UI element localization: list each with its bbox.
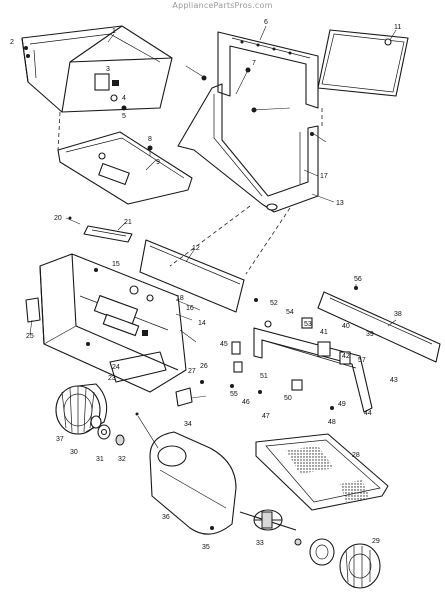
callout-52: 52: [270, 300, 278, 307]
part-1-upper-housing: [21, 25, 173, 113]
part-14-main-housing: [25, 253, 193, 407]
part-38-rail: [317, 291, 441, 363]
callout-38: 38: [394, 311, 402, 318]
callout-42: 42: [342, 353, 350, 360]
callout-8: 8: [148, 136, 152, 143]
callout-40: 40: [342, 323, 350, 330]
callout-labels: 1 2 3 4 5 6 7 8 9 11 12 13 14 15 16 17 1…: [10, 19, 402, 551]
callout-25: 25: [26, 333, 34, 340]
callout-6: 6: [264, 19, 268, 26]
alignment-guides: [57, 108, 323, 275]
callout-53: 53: [304, 321, 312, 328]
callout-51: 51: [260, 373, 268, 380]
callout-4: 4: [122, 95, 126, 102]
callout-45: 45: [220, 341, 228, 348]
callout-16: 16: [186, 305, 194, 312]
callout-3: 3: [106, 66, 110, 73]
callout-39: 39: [366, 331, 374, 338]
callout-48: 48: [328, 419, 336, 426]
part-9-damper-plate: [57, 131, 193, 205]
part-12-panel: [139, 239, 245, 313]
callout-14: 14: [198, 320, 206, 327]
callout-55: 55: [230, 391, 238, 398]
callout-32: 32: [118, 456, 126, 463]
callout-18: 18: [176, 295, 184, 302]
fasteners: [24, 46, 358, 410]
part-44-control-bracket: [231, 317, 373, 413]
callout-11: 11: [394, 24, 401, 31]
callout-17: 17: [320, 173, 328, 180]
callout-15: 15: [112, 261, 120, 268]
callout-21: 21: [124, 219, 132, 226]
part-21-bracket: [83, 225, 133, 243]
callout-24: 24: [112, 364, 120, 371]
callout-41: 41: [320, 329, 328, 336]
part-28-light-diffuser: [255, 433, 389, 511]
callout-9: 9: [156, 159, 160, 166]
callout-50: 50: [284, 395, 292, 402]
callout-49: 49: [338, 401, 346, 408]
callout-46: 46: [242, 399, 250, 406]
callout-44: 44: [364, 410, 372, 417]
part-33-motor: [239, 509, 297, 531]
callout-13: 13: [336, 200, 344, 207]
callout-12: 12: [192, 245, 200, 252]
callout-43: 43: [390, 377, 398, 384]
callout-20: 20: [54, 215, 62, 222]
callout-34: 34: [184, 421, 192, 428]
part-29-blower-wheel-right: [294, 538, 381, 589]
callout-29: 29: [372, 538, 380, 545]
callout-37: 37: [56, 436, 64, 443]
callout-1: 1: [112, 28, 116, 35]
part-30-31-32-hardware: [90, 415, 125, 446]
callout-5: 5: [122, 113, 126, 120]
callout-28: 28: [352, 452, 360, 459]
callout-56: 56: [354, 276, 362, 283]
callout-33: 33: [256, 540, 264, 547]
callout-30: 30: [70, 449, 78, 456]
callout-47: 47: [262, 413, 270, 420]
callout-36: 36: [162, 514, 170, 521]
part-11-filter-frame: [317, 29, 409, 97]
leader-lines: [29, 25, 397, 399]
callout-31: 31: [96, 456, 104, 463]
callout-35: 35: [202, 544, 210, 551]
part-13-bracket-frame: [177, 83, 319, 213]
part-6-back-plate: [217, 31, 319, 109]
watermark-text: AppliancePartsPros.com: [172, 1, 273, 10]
callout-23: 23: [108, 375, 116, 382]
callout-26: 26: [200, 363, 208, 370]
callout-2: 2: [10, 39, 14, 46]
callout-57: 57: [358, 357, 366, 364]
callout-7: 7: [252, 60, 256, 67]
part-36-scroll-housing: [135, 412, 237, 535]
callout-54: 54: [286, 309, 294, 316]
part-37-blower-wheel: [55, 383, 108, 435]
callout-27: 27: [188, 368, 196, 375]
